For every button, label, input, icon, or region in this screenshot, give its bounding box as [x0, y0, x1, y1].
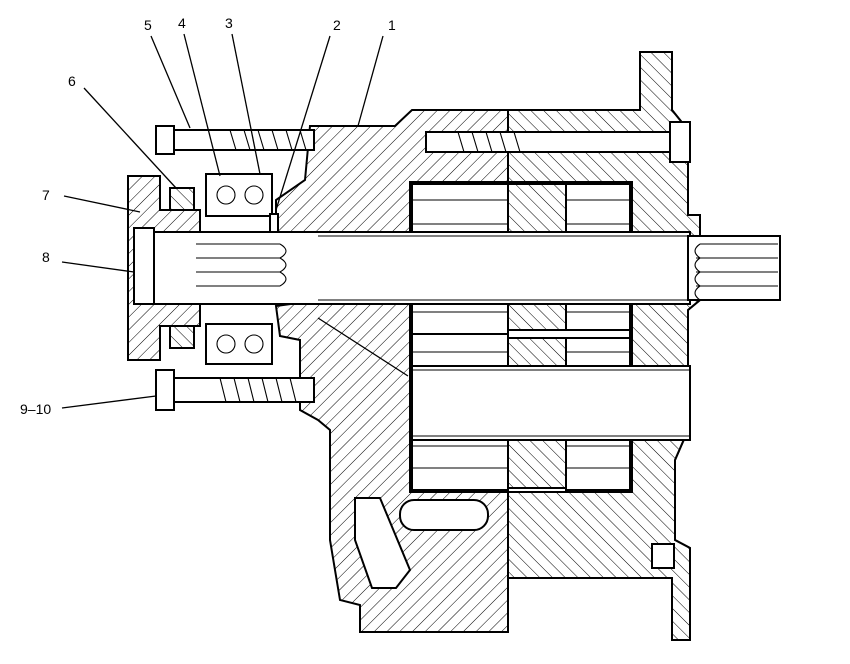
seal-top [169, 187, 195, 211]
front-spline [196, 243, 287, 287]
callout-5: 5 [144, 17, 152, 33]
leader-6 [83, 87, 177, 189]
callout-8: 8 [42, 249, 50, 265]
lower-passage [354, 497, 412, 589]
leader-8 [61, 261, 135, 273]
callout-1: 1 [388, 17, 396, 33]
callout-3: 3 [225, 15, 233, 31]
rear-bolt [425, 121, 691, 163]
callout-7: 7 [42, 187, 50, 203]
bearing-bottom [205, 323, 273, 365]
seal-bottom [169, 325, 195, 349]
leader-9-10 [61, 395, 157, 409]
rear-spline [687, 235, 781, 301]
leader-passage [317, 317, 409, 377]
leader-2 [275, 35, 331, 211]
leader-1 [357, 35, 384, 127]
leader-4 [183, 33, 221, 177]
end-plug [133, 227, 155, 305]
top-bolt [155, 125, 315, 155]
rear-fitting [651, 543, 675, 569]
leader-7 [63, 195, 141, 213]
callout-2: 2 [333, 17, 341, 33]
drive-shaft [149, 231, 691, 305]
leader-5 [150, 35, 191, 129]
callout-4: 4 [178, 15, 186, 31]
bearing-top [205, 173, 273, 217]
lower-slot [399, 499, 489, 531]
snap-ring [269, 213, 279, 233]
callout-6: 6 [68, 73, 76, 89]
bottom-bolt [155, 369, 315, 411]
leader-3 [231, 33, 261, 175]
callout-9-10: 9–10 [20, 401, 51, 417]
center-plate-gap [507, 329, 631, 339]
lower-shaft [411, 365, 691, 441]
